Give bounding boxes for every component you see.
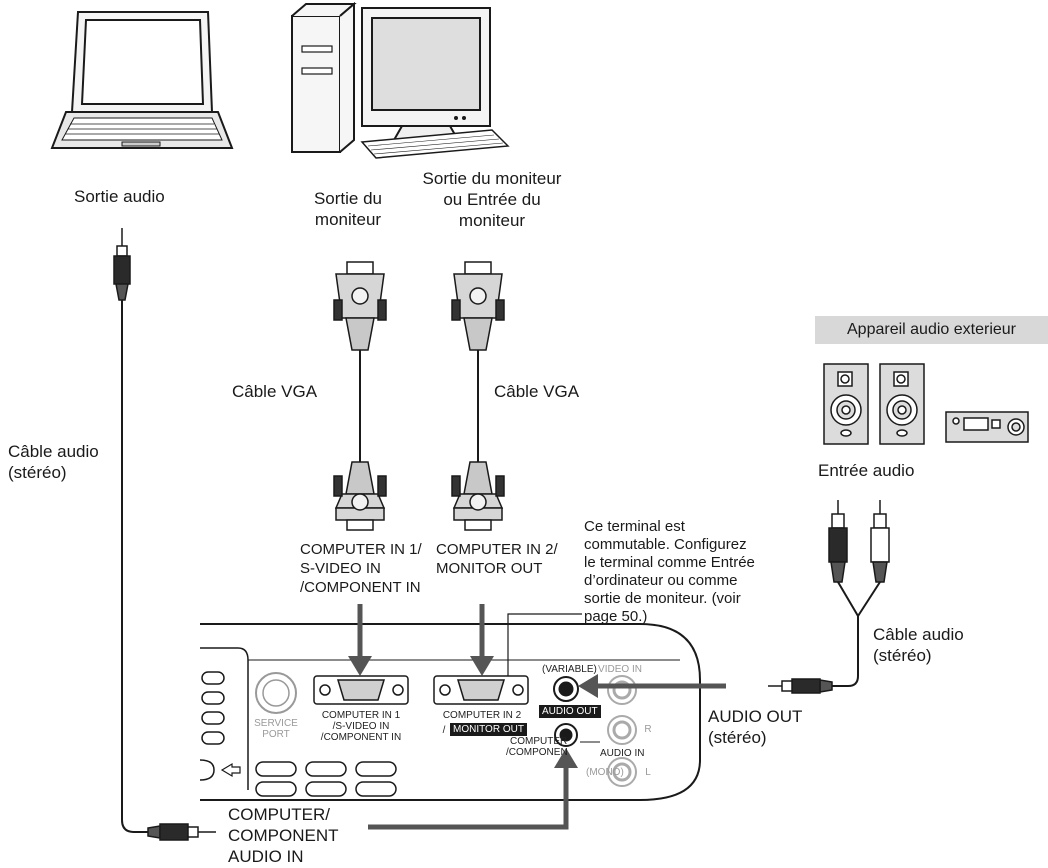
panel-audio-out-badge: AUDIO OUT	[539, 705, 601, 718]
label-desktop-monitor-out: Sortie du moniteur	[296, 188, 400, 230]
label-line: Ce terminal est	[584, 518, 685, 535]
arrow-audio-in	[368, 748, 578, 830]
arrow-audio-out	[578, 674, 726, 698]
label-line: page 50.)	[584, 608, 648, 625]
label-computer-in-1: COMPUTER IN 1/ S-VIDEO IN /COMPONENT IN	[300, 540, 422, 597]
label-line: S-VIDEO IN	[300, 560, 381, 577]
projector-panel	[199, 623, 701, 801]
panel-line: /S-VIDEO IN	[332, 721, 390, 732]
label-line: (stéréo)	[708, 728, 767, 747]
speaker-left-icon	[823, 363, 869, 445]
label-audio-out: AUDIO OUT (stéréo)	[708, 706, 802, 748]
label-line: sortie de moniteur. (voir	[584, 590, 741, 607]
label-audio-cable-right: Câble audio (stéréo)	[873, 624, 964, 666]
vga-plug-bottom-right	[451, 461, 505, 531]
panel-slash: /	[442, 725, 446, 736]
label-line: le terminal comme Entrée	[584, 554, 755, 571]
label-line: d’ordinateur ou comme	[584, 572, 738, 589]
vga-plug-top-left	[333, 261, 387, 351]
audio-plug-right	[768, 678, 833, 694]
vga-plug-top-right	[451, 261, 505, 351]
label-line: COMPUTER IN 1/	[300, 541, 422, 558]
label-vga-cable-left: Câble VGA	[232, 382, 318, 401]
panel-component-label: /COMPONEN	[506, 747, 568, 758]
label-line: Câble audio	[8, 442, 99, 461]
label-line: Câble audio	[873, 625, 964, 644]
label-switch-note: Ce terminal est commutable. Configurez l…	[584, 518, 755, 626]
audio-plug-projector	[147, 823, 216, 841]
label-vga-cable-right: Câble VGA	[494, 382, 580, 401]
panel-line: PORT	[262, 729, 290, 740]
panel-l-label: L	[645, 767, 651, 778]
label-line: MONITOR OUT	[436, 560, 543, 577]
panel-video-in-label: VIDEO IN	[598, 664, 642, 675]
panel-mono-label: (MONO)	[586, 767, 624, 778]
panel-line: SERVICE	[254, 718, 298, 729]
label-line: AUDIO OUT	[708, 707, 803, 726]
label-audio-cable-left: Câble audio (stéréo)	[8, 441, 99, 483]
external-audio-header: Appareil audio exterieur	[815, 316, 1048, 344]
panel-computer-in-1-label: COMPUTER IN 1 /S-VIDEO IN /COMPONENT IN	[312, 710, 410, 743]
label-line: moniteur	[458, 211, 526, 230]
rca-plug-right	[870, 500, 890, 583]
label-line: COMPUTER IN 2/	[436, 541, 558, 558]
external-audio-header-text: Appareil audio exterieur	[847, 321, 1016, 338]
panel-variable-label: (VARIABLE)	[542, 664, 597, 675]
label-line: (stéréo)	[8, 463, 67, 482]
audio-plug-laptop	[113, 228, 131, 301]
desktop-monitor-icon	[361, 7, 491, 141]
note-leader-line	[507, 613, 582, 676]
panel-computer-label: COMPUTER	[510, 736, 568, 747]
label-line: COMPONENT	[228, 826, 339, 845]
panel-r-label: R	[644, 724, 652, 735]
amplifier-icon	[945, 411, 1029, 443]
panel-service-port-label: SERVICE PORT	[254, 718, 298, 740]
label-line: /COMPONENT IN	[300, 579, 421, 596]
arrow-vga-2	[470, 604, 494, 676]
rca-plug-left	[828, 500, 848, 583]
audio-cable-right	[832, 581, 881, 687]
label-computer-audio-in: COMPUTER/ COMPONENT AUDIO IN	[228, 804, 339, 867]
label-audio-input: Entrée audio	[818, 461, 915, 480]
audio-cable-left	[121, 300, 148, 833]
label-line: commutable. Configurez	[584, 536, 747, 553]
keyboard-icon	[360, 129, 510, 159]
label-line: ou Entrée du	[443, 190, 541, 209]
panel-line: /COMPONENT IN	[320, 732, 402, 743]
arrow-vga-1	[348, 604, 372, 676]
panel-computer-in-2-label: COMPUTER IN 2	[442, 710, 522, 721]
speaker-right-icon	[879, 363, 925, 445]
label-computer-in-2: COMPUTER IN 2/ MONITOR OUT	[436, 540, 558, 578]
label-laptop-audio-out: Sortie audio	[74, 187, 165, 206]
label-line: AUDIO IN	[228, 847, 304, 866]
label-line: (stéréo)	[873, 646, 932, 665]
label-line: moniteur	[314, 210, 382, 229]
panel-line: COMPUTER IN 1	[321, 710, 401, 721]
vga-plug-bottom-left	[333, 461, 387, 531]
desktop-tower-icon	[291, 1, 357, 153]
label-line: Sortie du	[313, 189, 383, 208]
label-monitor-in-out: Sortie du moniteur ou Entrée du moniteur	[408, 168, 576, 231]
panel-audio-in-label: AUDIO IN	[600, 748, 645, 759]
label-line: Sortie du moniteur	[422, 169, 562, 188]
laptop-icon	[50, 11, 234, 149]
label-line: COMPUTER/	[228, 805, 330, 824]
panel-monitor-out-badge: MONITOR OUT	[450, 723, 527, 736]
